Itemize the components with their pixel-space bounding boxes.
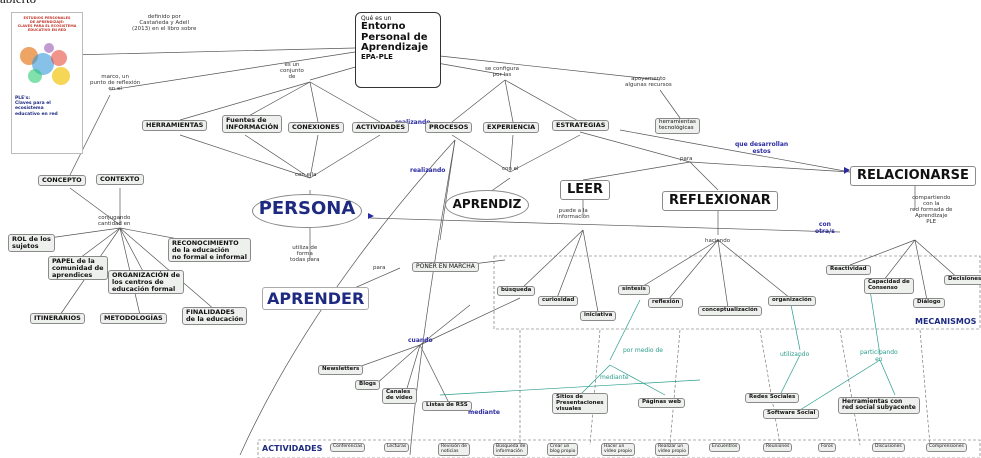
node-reflexionar: REFLEXIONAR	[662, 191, 778, 211]
label-mecanismos: MECANISMOS	[915, 317, 977, 326]
node-estrategias: ESTRATEGIAS	[552, 120, 610, 131]
node-decisiones: Decisiones	[944, 275, 981, 285]
label-utiliza: utiliza de forma todas para	[290, 245, 320, 264]
node-paginas: Páginas web	[638, 398, 685, 408]
node-itinerarios: ITINERARIOS	[30, 313, 85, 324]
label-conjugando: conjugando cantidad en	[98, 215, 131, 228]
main-line-2: Entorno	[361, 21, 406, 33]
cover-title: ESTUDIOS PERSONALES DE APRENDIZAJE: CLAV…	[17, 16, 77, 33]
node-dialogo: Diálogo	[913, 298, 945, 308]
label-actividades-2: ACTIVIDADES	[262, 444, 323, 453]
activity-node: Conferencias	[330, 443, 366, 452]
label-compartiendo: compartiendo con la red formada de Apren…	[910, 195, 953, 226]
label-definido: definido por Castañeda y Adell (2013) en…	[132, 14, 197, 33]
node-aprender: APRENDER	[262, 287, 370, 310]
label-realizando-2: realizando	[395, 119, 431, 126]
node-organizacion-2: organización	[768, 296, 816, 306]
label-haciendo: haciendo	[705, 238, 731, 244]
label-para-2: para	[373, 265, 386, 271]
node-capacidad: Capacidad de Consenso	[864, 278, 914, 294]
label-puede-ser: puede a la información	[557, 208, 590, 221]
node-redes: Redes Sociales	[745, 393, 800, 403]
node-sintesis: síntesis	[618, 285, 650, 295]
activity-node: Revisión de noticias	[438, 443, 470, 457]
node-leer: LEER	[560, 180, 611, 200]
activity-node: Discusiones	[872, 443, 905, 452]
cover-illustration	[20, 43, 70, 86]
label-mediante-1: mediante	[600, 374, 629, 381]
label-conjunto: es un conjunto de	[280, 62, 304, 81]
activity-node: Reuniones	[763, 443, 793, 452]
node-reflexion: reflexión	[648, 298, 684, 308]
node-procesos: PROCESOS	[425, 122, 473, 133]
main-line-4: Aprendizaje	[361, 42, 429, 54]
node-busqueda: búsqueda	[497, 286, 536, 296]
activities-row: Conferencias Lecturas Revisión de noticias…	[330, 442, 980, 458]
cover-caption: PLE's: Claves para el ecosistema educati…	[15, 96, 58, 117]
node-canales: Canales de vídeo	[382, 388, 417, 404]
activity-node: Encuentros	[709, 443, 741, 452]
node-herramientas: HERRAMIENTAS	[142, 120, 208, 131]
node-persona: PERSONA	[252, 194, 362, 228]
label-realizando-1: realizando	[410, 167, 446, 174]
main-line-5: EPA-PLE	[361, 52, 393, 61]
label-mediante-2: mediante	[468, 409, 500, 416]
label-que-desarrollan: que desarrollan estos	[735, 141, 789, 155]
activity-node: Foros	[818, 443, 837, 452]
main-line-1: Qué es un	[361, 15, 392, 22]
node-curiosidad: curiosidad	[538, 296, 579, 306]
node-newsletters: Newsletters	[318, 365, 364, 375]
node-herr-red: Herramientas con red social subyacente	[838, 397, 920, 414]
node-experiencia: EXPERIENCIA	[483, 122, 540, 133]
label-cuando: cuando	[408, 337, 433, 344]
node-finalidades: FINALIDADES de la educación	[182, 307, 248, 325]
node-software: Software Social	[763, 409, 820, 419]
node-sitios: Sitios de Presentaciones visuales	[552, 393, 608, 415]
activity-node: Lecturas	[384, 443, 410, 452]
node-iniciativa: iniciativa	[580, 311, 617, 321]
node-actividades: ACTIVIDADES	[352, 122, 410, 133]
label-para: para	[680, 156, 693, 162]
activity-node: Comprensiones	[926, 443, 967, 452]
node-metodologias: METODOLOGÍAS	[100, 313, 167, 324]
activity-node: Búsqueda de información	[493, 443, 529, 457]
node-relacionarse: RELACIONARSE	[850, 166, 976, 186]
node-organizacion: ORGANIZACIÓN de los centros de educación…	[108, 270, 184, 295]
node-reactividad: Reactividad	[826, 265, 871, 275]
label-con-otros: con otra/s	[815, 221, 835, 235]
node-blogs: Blogs	[355, 380, 381, 390]
main-line-3: Personal de	[361, 31, 428, 43]
book-cover: ESTUDIOS PERSONALES DE APRENDIZAJE: CLAV…	[11, 12, 83, 154]
node-rol: ROL de los sujetos	[8, 234, 55, 252]
activity-node: Realizar un vídeo propio	[655, 443, 689, 457]
activity-node: Hacer un vídeo propio	[601, 443, 635, 457]
node-concepto: CONCEPTO	[38, 175, 86, 186]
node-poner-marcha: PONER EN MARCHA	[412, 262, 479, 273]
node-papel: PAPEL de la comunidad de aprendices	[48, 256, 108, 281]
label-apoyamos: apoyamento algunas recursos	[625, 76, 672, 89]
node-contexto: CONTEXTO	[96, 174, 144, 185]
node-listas: Listas de RSS	[422, 401, 472, 411]
label-por-medio: por medio de	[623, 347, 663, 354]
partial-text: abierto	[0, 0, 36, 7]
node-herramientas-tec: herramientas tecnológicas	[655, 118, 700, 134]
node-conceptualizacion: conceptualización	[698, 306, 762, 316]
label-configura: se configura por las	[485, 66, 519, 79]
label-participando: participando en	[860, 349, 898, 363]
node-conexiones: CONEXIONES	[288, 122, 344, 133]
label-con-el: con el	[502, 166, 519, 172]
label-utilizando: utilizando	[780, 351, 810, 358]
activity-node: Crear un blog propio	[547, 443, 579, 457]
node-aprendiz: APRENDIZ	[445, 190, 529, 220]
label-con-ella: con ella	[295, 172, 317, 178]
main-question-node: Qué es un Entorno Personal de Aprendizaj…	[355, 12, 441, 88]
label-marco: marco, un punto de reflexión en el	[90, 74, 141, 93]
node-fuentes: Fuentes de INFORMACIÓN	[222, 115, 283, 133]
node-reconocimiento: RECONOCIMIENTO de la educación no formal…	[168, 238, 251, 263]
